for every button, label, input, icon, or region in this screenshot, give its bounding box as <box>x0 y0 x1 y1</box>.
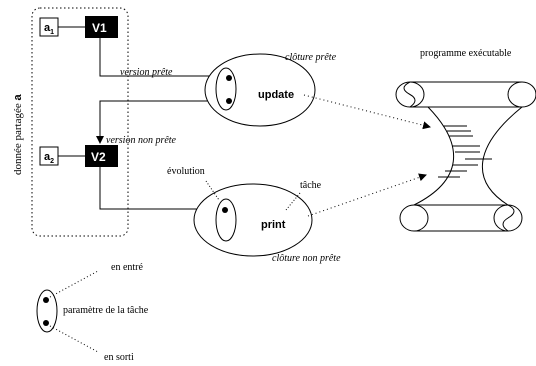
legend-input-label: en entré <box>111 262 143 273</box>
evolution-pointer <box>205 180 220 201</box>
v2-label: V2 <box>91 150 106 164</box>
update-closure <box>204 53 316 127</box>
a1-label: a1 <box>44 22 54 36</box>
executable-label: programme exécutable <box>420 48 512 59</box>
version-ready-label: version prête <box>120 67 173 78</box>
legend-task-params <box>36 289 58 333</box>
print-closure <box>193 183 313 257</box>
legend-output-dot <box>43 320 49 326</box>
print-input-dot <box>222 207 228 213</box>
version-not-ready-label: version non prête <box>106 135 177 146</box>
update-input-dot <box>226 75 232 81</box>
v2-to-print-connector <box>99 167 225 210</box>
legend-input-pointer <box>49 270 99 298</box>
update-label: update <box>258 89 294 101</box>
legend-output-pointer <box>49 325 99 353</box>
v1-label: V1 <box>92 21 107 35</box>
v2-box <box>85 145 118 167</box>
executable-scroll <box>395 81 536 232</box>
print-to-program-link <box>307 173 427 217</box>
update-to-v2-arrow <box>96 100 229 144</box>
legend-input-dot <box>43 297 49 303</box>
print-task-params <box>215 198 237 242</box>
legend-param-label: paramètre de la tâche <box>63 305 149 316</box>
task-pointer <box>285 192 301 211</box>
print-label: print <box>261 219 286 231</box>
update-output-dot <box>226 98 232 104</box>
closure-ready-label: clôture prête <box>285 52 337 63</box>
program-code-lines <box>438 125 492 178</box>
legend-output-label: en sorti <box>104 352 134 363</box>
shared-data-region <box>31 7 129 237</box>
v1-box <box>85 16 118 38</box>
closure-not-ready-label: clôture non prête <box>272 253 341 264</box>
shared-data-label: donnée partagée a <box>12 93 24 175</box>
v1-to-update-connector <box>99 38 229 77</box>
update-task-params <box>215 67 237 111</box>
a2-label: a2 <box>44 151 54 165</box>
update-to-program-link <box>303 94 431 130</box>
evolution-label: évolution <box>167 166 205 177</box>
task-label: tâche <box>300 180 322 191</box>
